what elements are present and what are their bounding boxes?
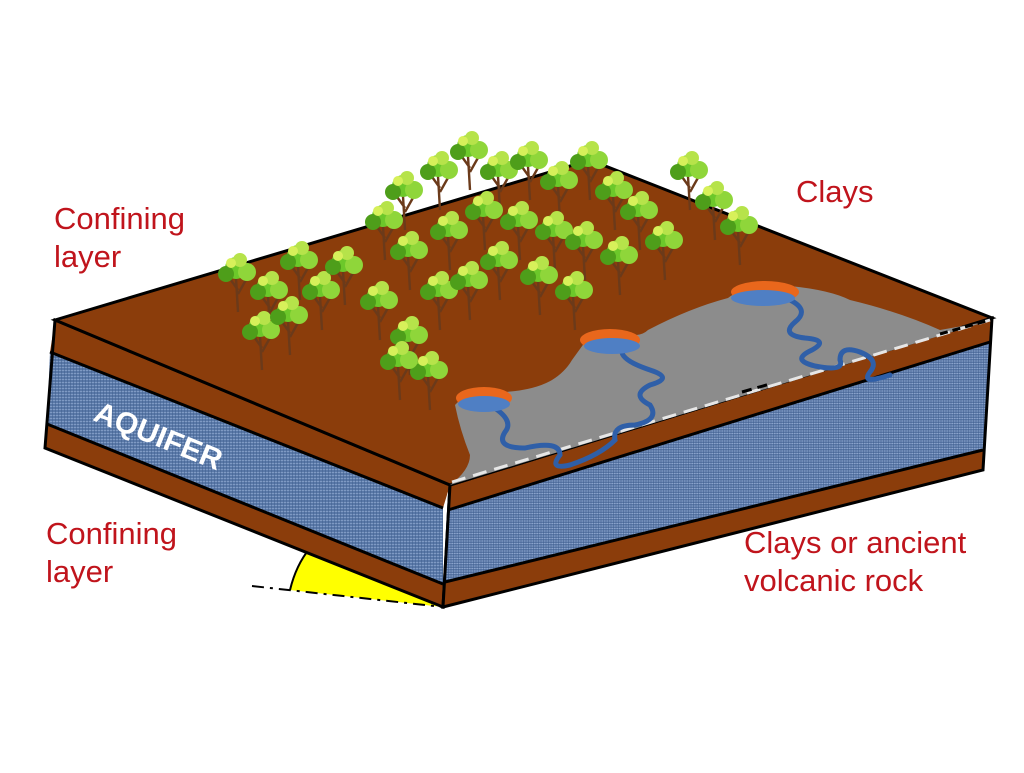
lake-icon xyxy=(580,329,640,354)
label-line: Confining xyxy=(54,201,185,236)
dashed-trace-line xyxy=(451,318,991,484)
label-confining-layer-bottom: Confining layer xyxy=(46,515,177,591)
river-icon xyxy=(487,297,893,469)
label-line: Clays or ancient xyxy=(744,525,967,560)
right-face xyxy=(441,315,994,609)
label-clays-or-volcanic-rock: Clays or ancient volcanic rock xyxy=(744,524,966,600)
label-confining-layer-top: Confining layer xyxy=(54,200,185,276)
label-line: layer xyxy=(54,239,122,274)
label-line: Confining xyxy=(46,516,177,551)
top-surface-clay xyxy=(50,158,997,487)
label-line: layer xyxy=(46,554,114,589)
label-clays-text: Clays xyxy=(796,174,874,209)
lake-icon xyxy=(456,387,512,412)
lake-icon xyxy=(731,281,799,306)
label-line: volcanic rock xyxy=(744,563,924,598)
wetland-floodplain xyxy=(450,285,985,485)
label-clays: Clays xyxy=(796,173,874,211)
tree-icon xyxy=(448,129,490,192)
left-face xyxy=(43,317,452,610)
